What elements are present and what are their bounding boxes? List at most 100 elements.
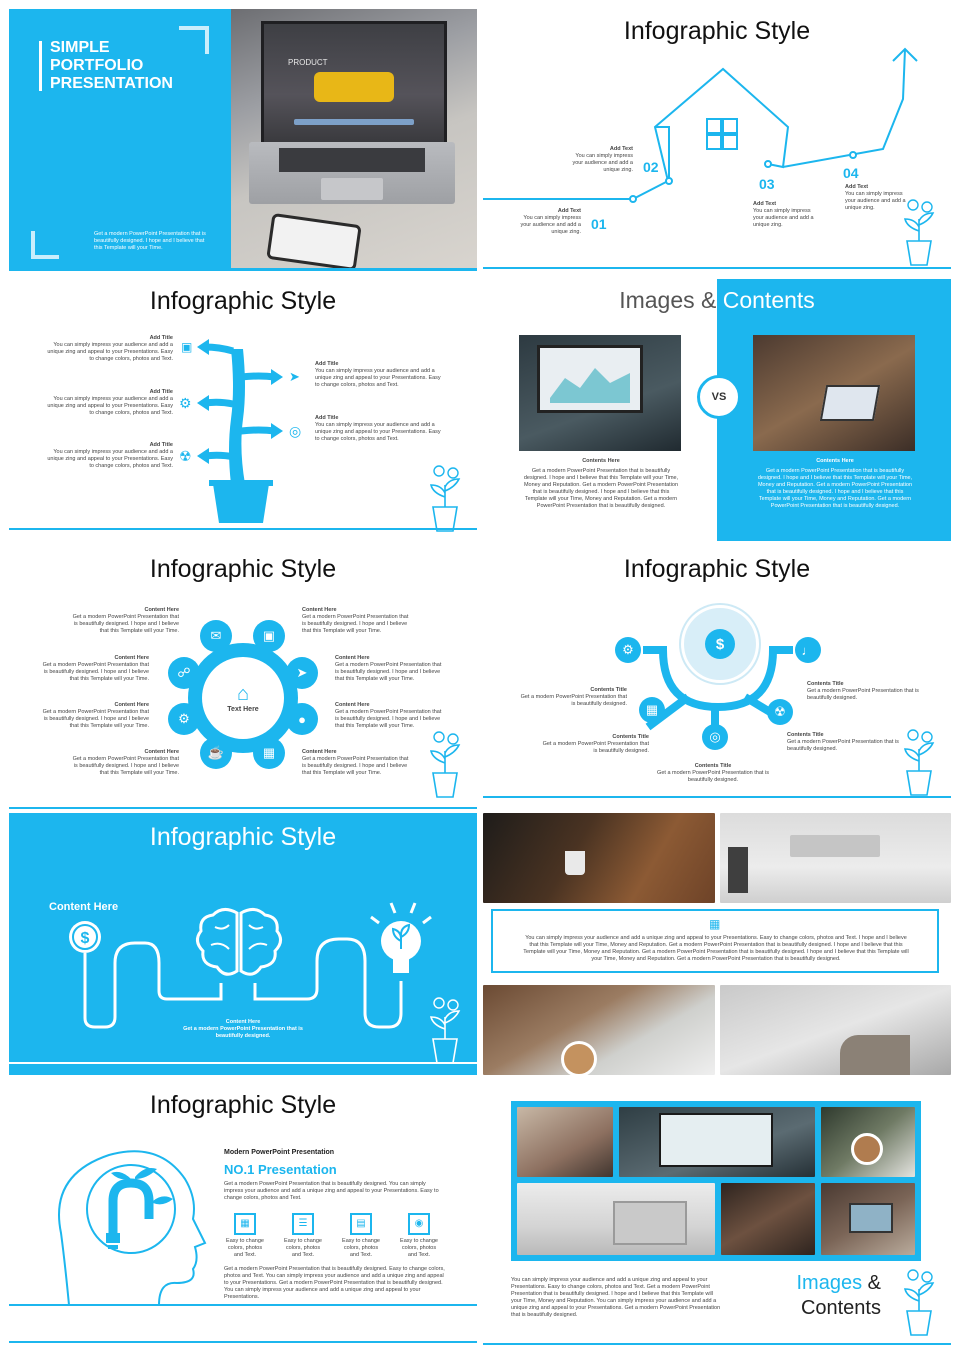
screen-dock bbox=[294, 119, 414, 125]
collage-silver-laptop bbox=[613, 1201, 687, 1245]
left-content: Contents Here Get a modern PowerPoint Pr… bbox=[521, 458, 681, 510]
step-01-title: Add Text bbox=[557, 208, 581, 214]
slide-9-title: Infographic Style bbox=[149, 1091, 337, 1119]
slide-1-cover: SIMPLE PORTFOLIO PRESENTATION Get a mode… bbox=[9, 9, 477, 271]
collage-title-part-a: Images bbox=[796, 1272, 863, 1294]
step-02-number: 02 bbox=[643, 159, 659, 175]
step-04-text: You can simply impress your audience and… bbox=[845, 191, 906, 211]
step-03-number: 03 bbox=[759, 176, 775, 192]
cover-title-bar bbox=[39, 41, 42, 91]
heading: NO.1 Presentation bbox=[224, 1162, 337, 1177]
cover-blue-panel bbox=[9, 9, 231, 271]
item-bottom-left: Content Here Get a modern PowerPoint Pre… bbox=[69, 749, 179, 777]
globe-item-4-title: Contents Title bbox=[787, 732, 824, 738]
item-5-text: Get a modern PowerPoint Presentation tha… bbox=[42, 709, 149, 729]
gear-icon: ⚙ bbox=[179, 395, 192, 411]
left-content-text: Get a modern PowerPoint Presentation tha… bbox=[523, 468, 679, 509]
left-item-2-text: You can simply impress your audience and… bbox=[47, 396, 173, 416]
left-item-1-title: Add Title bbox=[149, 335, 173, 341]
collage-photo-typing bbox=[821, 1183, 915, 1255]
left-item-1: Add Title You can simply impress your au… bbox=[43, 335, 173, 363]
bottom-content-text: Get a modern PowerPoint Presentation tha… bbox=[183, 1026, 303, 1039]
slide-10-baseline bbox=[483, 1343, 951, 1345]
cover-description: Get a modern PowerPoint Presentation tha… bbox=[94, 231, 206, 251]
left-laptop-photo bbox=[519, 335, 681, 451]
slide-5-circle-hub: Infographic Style ⌂ Text Here ✉ ▣ ☍ ➤ ⚙ … bbox=[9, 547, 477, 809]
slide-10-collage: You can simply impress your audience and… bbox=[483, 1083, 951, 1345]
chat-icon: ✉ bbox=[200, 620, 232, 652]
item-top-right: Content Here Get a modern PowerPoint Pre… bbox=[302, 607, 412, 635]
paragraph-2: Get a modern PowerPoint Presentation tha… bbox=[224, 1266, 445, 1300]
house-arrow-line bbox=[483, 47, 951, 269]
money-plant-icon bbox=[903, 199, 935, 266]
photo-coffee-notebook bbox=[483, 985, 715, 1075]
bottom-content-title: Content Here bbox=[225, 1019, 261, 1025]
collage-title-amp: & bbox=[867, 1272, 881, 1294]
slide-6-globe: Infographic Style $ ⚙ ♩ ▦ ◎ ☢ Contents T… bbox=[483, 547, 951, 809]
item-8-title: Content Here bbox=[302, 749, 337, 755]
left-item-2: Add Title You can simply impress your au… bbox=[43, 389, 173, 417]
plant-pot bbox=[728, 847, 748, 893]
head-profile-graphic bbox=[9, 1150, 477, 1306]
corner-bracket-top bbox=[179, 26, 209, 54]
item-7-text: Get a modern PowerPoint Presentation tha… bbox=[72, 756, 179, 776]
mouse-icon: ◉ bbox=[408, 1213, 430, 1235]
step-03-title: Add Text bbox=[753, 201, 777, 207]
slide-5-baseline bbox=[9, 807, 477, 809]
item-5-title: Content Here bbox=[114, 702, 149, 708]
photo-writing-hand bbox=[720, 985, 951, 1075]
feature-1: ▦ Easy to change colors, photos and Text… bbox=[224, 1213, 266, 1259]
collage-photo-handshake bbox=[721, 1183, 815, 1255]
screen-chart-icon bbox=[550, 368, 630, 403]
printer-icon: ▤ bbox=[350, 1213, 372, 1235]
globe-item-1: Contents Title Get a modern PowerPoint P… bbox=[519, 687, 627, 708]
item-6-title: Content Here bbox=[335, 702, 370, 708]
collage-laptop-screen bbox=[659, 1113, 773, 1167]
briefcase-icon: ▦ bbox=[709, 917, 721, 931]
title-part-b: Contents bbox=[722, 287, 815, 313]
globe-item-3: Contents Title Get a modern PowerPoint P… bbox=[657, 763, 769, 784]
coffee-cup-icon: ☕ bbox=[200, 737, 232, 769]
step-01: Add Text You can simply impress your aud… bbox=[519, 208, 581, 236]
slide-9-head: Infographic Style Modern PowerPoint Pres… bbox=[9, 1083, 477, 1345]
coffee-mug bbox=[565, 851, 585, 875]
gear-icon: ⚙ bbox=[168, 703, 200, 735]
content-label: Content Here bbox=[49, 901, 119, 913]
money-plant-icon bbox=[429, 465, 461, 532]
cover-title: SIMPLE PORTFOLIO PRESENTATION bbox=[50, 39, 173, 93]
collage-text: You can simply impress your audience and… bbox=[511, 1277, 721, 1318]
money-plant-icon bbox=[429, 731, 461, 798]
item-mid-right-2: Content Here Get a modern PowerPoint Pre… bbox=[335, 702, 445, 730]
feature-2-text: Easy to change colors, photos and Text. bbox=[284, 1238, 322, 1258]
feature-3-text: Easy to change colors, photos and Text. bbox=[342, 1238, 380, 1258]
item-mid-left-2: Content Here Get a modern PowerPoint Pre… bbox=[39, 702, 149, 730]
step-03: Add Text You can simply impress your aud… bbox=[753, 201, 817, 229]
home-icon: ⌂ bbox=[236, 683, 250, 705]
left-item-3-title: Add Title bbox=[149, 442, 173, 448]
cover-title-line-1: SIMPLE bbox=[50, 39, 110, 56]
text-box: ▦ You can simply impress your audience a… bbox=[491, 909, 939, 973]
slide-2-title: Infographic Style bbox=[623, 17, 811, 45]
knit-sleeve bbox=[840, 1035, 910, 1075]
megaphone-icon: ➤ bbox=[289, 369, 300, 384]
item-bottom-right: Content Here Get a modern PowerPoint Pre… bbox=[302, 749, 412, 777]
slide-7-brain-bulb: Infographic Style Content Here $ Content… bbox=[9, 813, 477, 1075]
collage-photo-desk-items bbox=[517, 1107, 613, 1177]
book-icon: ☰ bbox=[292, 1213, 314, 1235]
photo-desk-plant bbox=[720, 813, 951, 903]
slide-5-title: Infographic Style bbox=[149, 555, 337, 583]
globe-item-5-text: Get a modern PowerPoint Presentation tha… bbox=[807, 688, 919, 701]
right-item-1: Add Title You can simply impress your au… bbox=[315, 361, 445, 389]
right-item-1-text: You can simply impress your audience and… bbox=[315, 368, 441, 388]
left-item-2-title: Add Title bbox=[149, 389, 173, 395]
camera-icon: ▣ bbox=[181, 340, 193, 354]
screen-label: PRODUCT bbox=[288, 58, 328, 67]
svg-text:$: $ bbox=[81, 930, 90, 947]
slide-9-lower-line bbox=[9, 1341, 477, 1343]
radiation-icon: ☢ bbox=[179, 448, 192, 464]
left-item-3-text: You can simply impress your audience and… bbox=[47, 449, 173, 469]
slide-1-baseline bbox=[9, 268, 477, 271]
slide-2-house-steps: Infographic Style 01 Add Text You can si… bbox=[483, 9, 951, 271]
globe-item-2-title: Contents Title bbox=[612, 734, 649, 740]
hub-center: ⌂ Text Here bbox=[202, 657, 284, 739]
